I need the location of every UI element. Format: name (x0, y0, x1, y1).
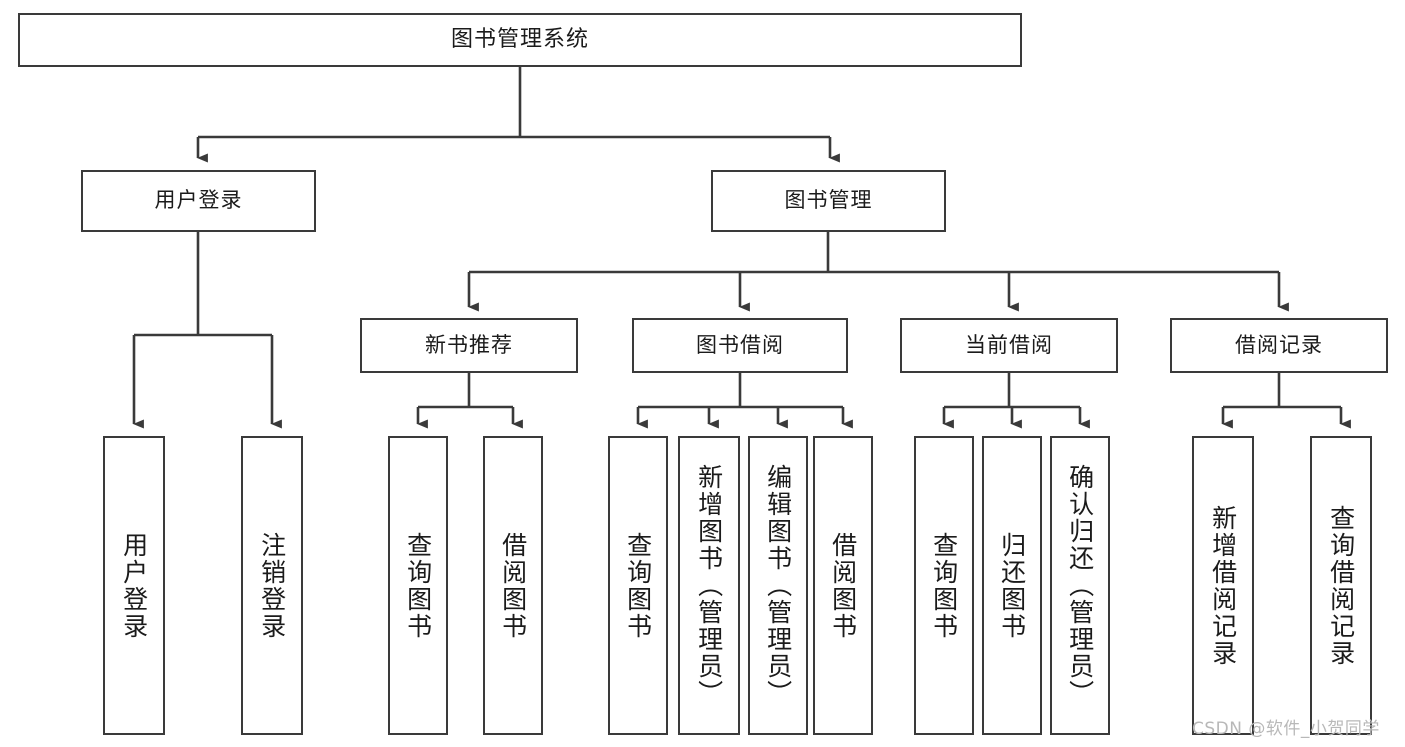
node-book-borrow[interactable]: 图书借阅 (632, 318, 848, 373)
leaf-label: 归还图书 (997, 531, 1027, 640)
node-root[interactable]: 图书管理系统 (18, 13, 1022, 67)
leaf-query-book-current[interactable]: 查询图书 (914, 436, 974, 735)
node-user-login[interactable]: 用户登录 (81, 170, 316, 232)
leaf-logout[interactable]: 注销登录 (241, 436, 303, 735)
leaf-label: 查询图书 (623, 531, 653, 640)
node-current-borrow[interactable]: 当前借阅 (900, 318, 1118, 373)
leaf-label: 新增图书（管理员） (694, 464, 724, 707)
leaf-label: 借阅图书 (498, 531, 528, 640)
leaf-label: 注销登录 (257, 531, 287, 640)
leaf-confirm-return-admin[interactable]: 确认归还（管理员） (1050, 436, 1110, 735)
leaf-label: 查询图书 (403, 531, 433, 640)
leaf-user-login[interactable]: 用户登录 (103, 436, 165, 735)
leaf-query-book-borrow[interactable]: 查询图书 (608, 436, 668, 735)
node-new-book-recommend[interactable]: 新书推荐 (360, 318, 578, 373)
leaf-add-book-admin[interactable]: 新增图书（管理员） (678, 436, 740, 735)
leaf-add-borrow-record[interactable]: 新增借阅记录 (1192, 436, 1254, 735)
leaf-label: 确认归还（管理员） (1065, 464, 1095, 707)
leaf-query-borrow-record[interactable]: 查询借阅记录 (1310, 436, 1372, 735)
leaf-label: 借阅图书 (828, 531, 858, 640)
leaf-query-book-recommend[interactable]: 查询图书 (388, 436, 448, 735)
leaf-label: 编辑图书（管理员） (763, 464, 793, 707)
leaf-label: 新增借阅记录 (1208, 504, 1238, 667)
csdn-watermark: CSDN @软件_小贺同学 (1192, 719, 1380, 739)
leaf-return-book[interactable]: 归还图书 (982, 436, 1042, 735)
node-borrow-record[interactable]: 借阅记录 (1170, 318, 1388, 373)
leaf-borrow-book-recommend[interactable]: 借阅图书 (483, 436, 543, 735)
leaf-borrow-book[interactable]: 借阅图书 (813, 436, 873, 735)
leaf-label: 查询图书 (929, 531, 959, 640)
leaf-edit-book-admin[interactable]: 编辑图书（管理员） (748, 436, 808, 735)
leaf-label: 用户登录 (119, 531, 149, 640)
node-book-management[interactable]: 图书管理 (711, 170, 946, 232)
leaf-label: 查询借阅记录 (1326, 504, 1356, 667)
